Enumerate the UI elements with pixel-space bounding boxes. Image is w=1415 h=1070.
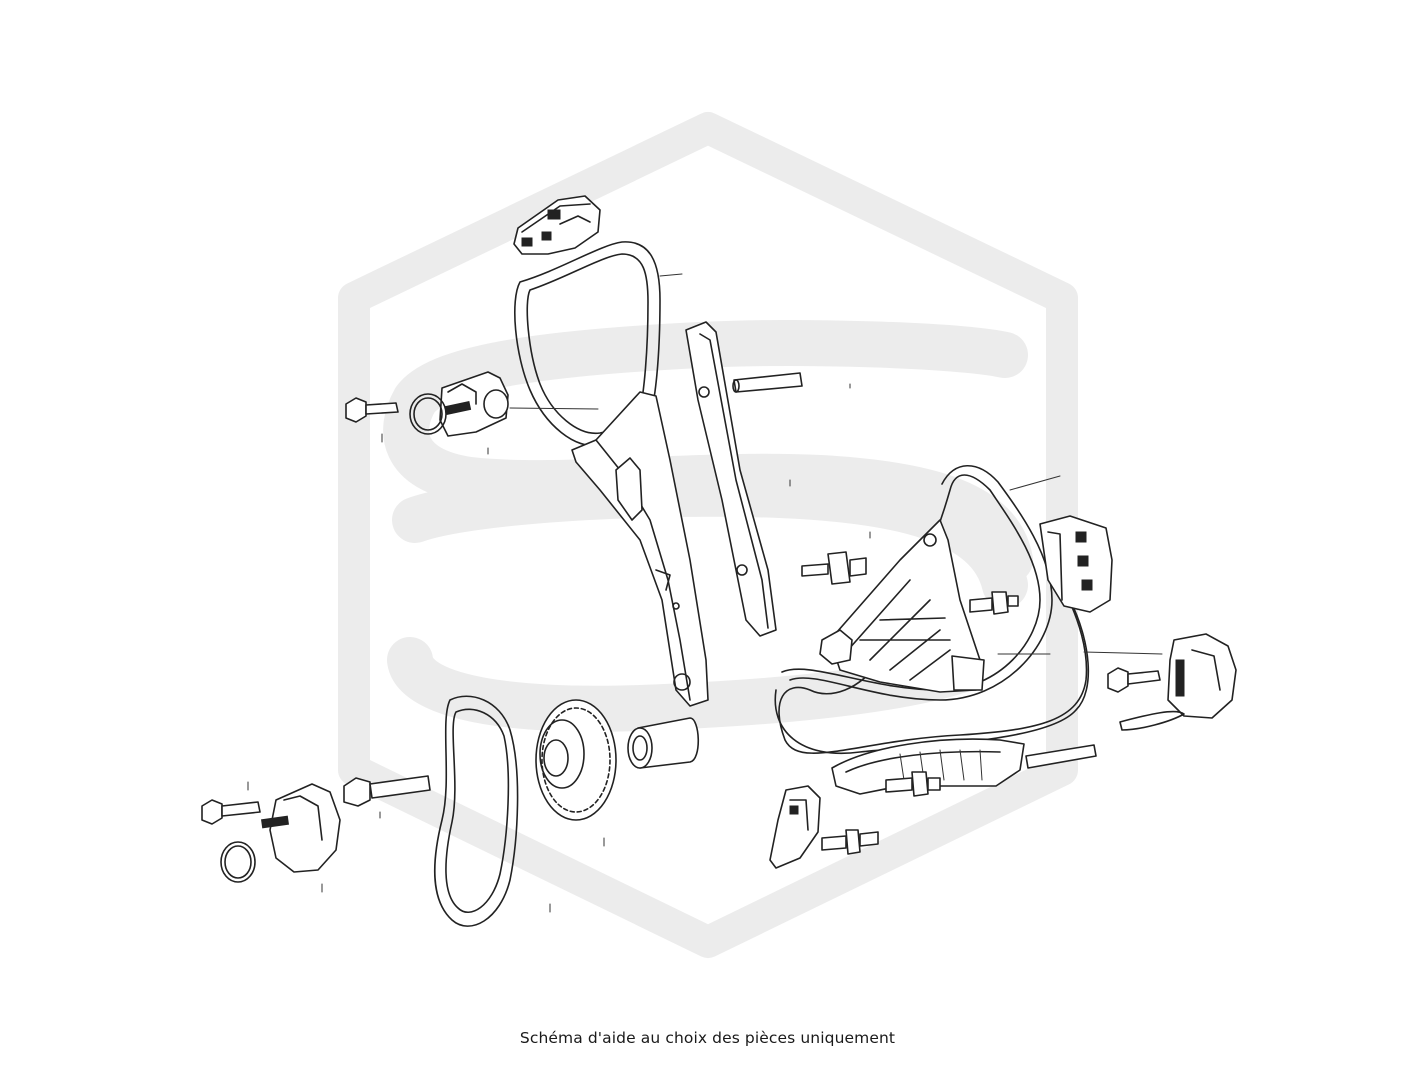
watermark-logo <box>338 112 1078 958</box>
upper-tensioner-o-ring[interactable] <box>409 393 447 435</box>
callout-ticks <box>487 383 871 913</box>
oil-pump-chain-tensioner[interactable] <box>1083 633 1237 731</box>
small-guide-pad[interactable] <box>769 785 821 869</box>
lower-chain-tensioner[interactable] <box>261 783 341 893</box>
upper-chain-guide-pad[interactable] <box>513 195 601 255</box>
upper-tensioner-rail[interactable] <box>571 391 709 707</box>
guide-stud-4[interactable] <box>821 829 879 855</box>
long-guide-pin[interactable] <box>1025 744 1097 769</box>
balance-chain[interactable] <box>434 695 519 927</box>
sprocket-spacer-bushing[interactable] <box>627 717 700 769</box>
upper-tensioner-bolt[interactable] <box>345 397 399 443</box>
upper-chain-tensioner[interactable] <box>439 371 599 437</box>
guide-rail-pin[interactable] <box>732 372 803 393</box>
right-tensioner-bolt[interactable] <box>1107 667 1161 693</box>
lower-tensioner-bolt[interactable] <box>201 781 261 825</box>
guide-stud-2[interactable] <box>969 591 1019 615</box>
central-bolt[interactable] <box>343 775 431 819</box>
crankshaft-sprocket[interactable] <box>535 699 617 847</box>
oil-pump-guide-bracket[interactable] <box>819 519 985 693</box>
guide-stud-1[interactable] <box>801 551 867 585</box>
straight-guide-rail[interactable] <box>685 321 777 637</box>
disclaimer-caption: Schéma d'aide au choix des pièces unique… <box>519 1029 896 1047</box>
side-guide-pad[interactable] <box>1039 515 1113 613</box>
lower-tensioner-o-ring[interactable] <box>220 841 256 883</box>
guide-stud-3[interactable] <box>885 771 941 797</box>
curved-chain-guide[interactable] <box>831 738 1025 795</box>
